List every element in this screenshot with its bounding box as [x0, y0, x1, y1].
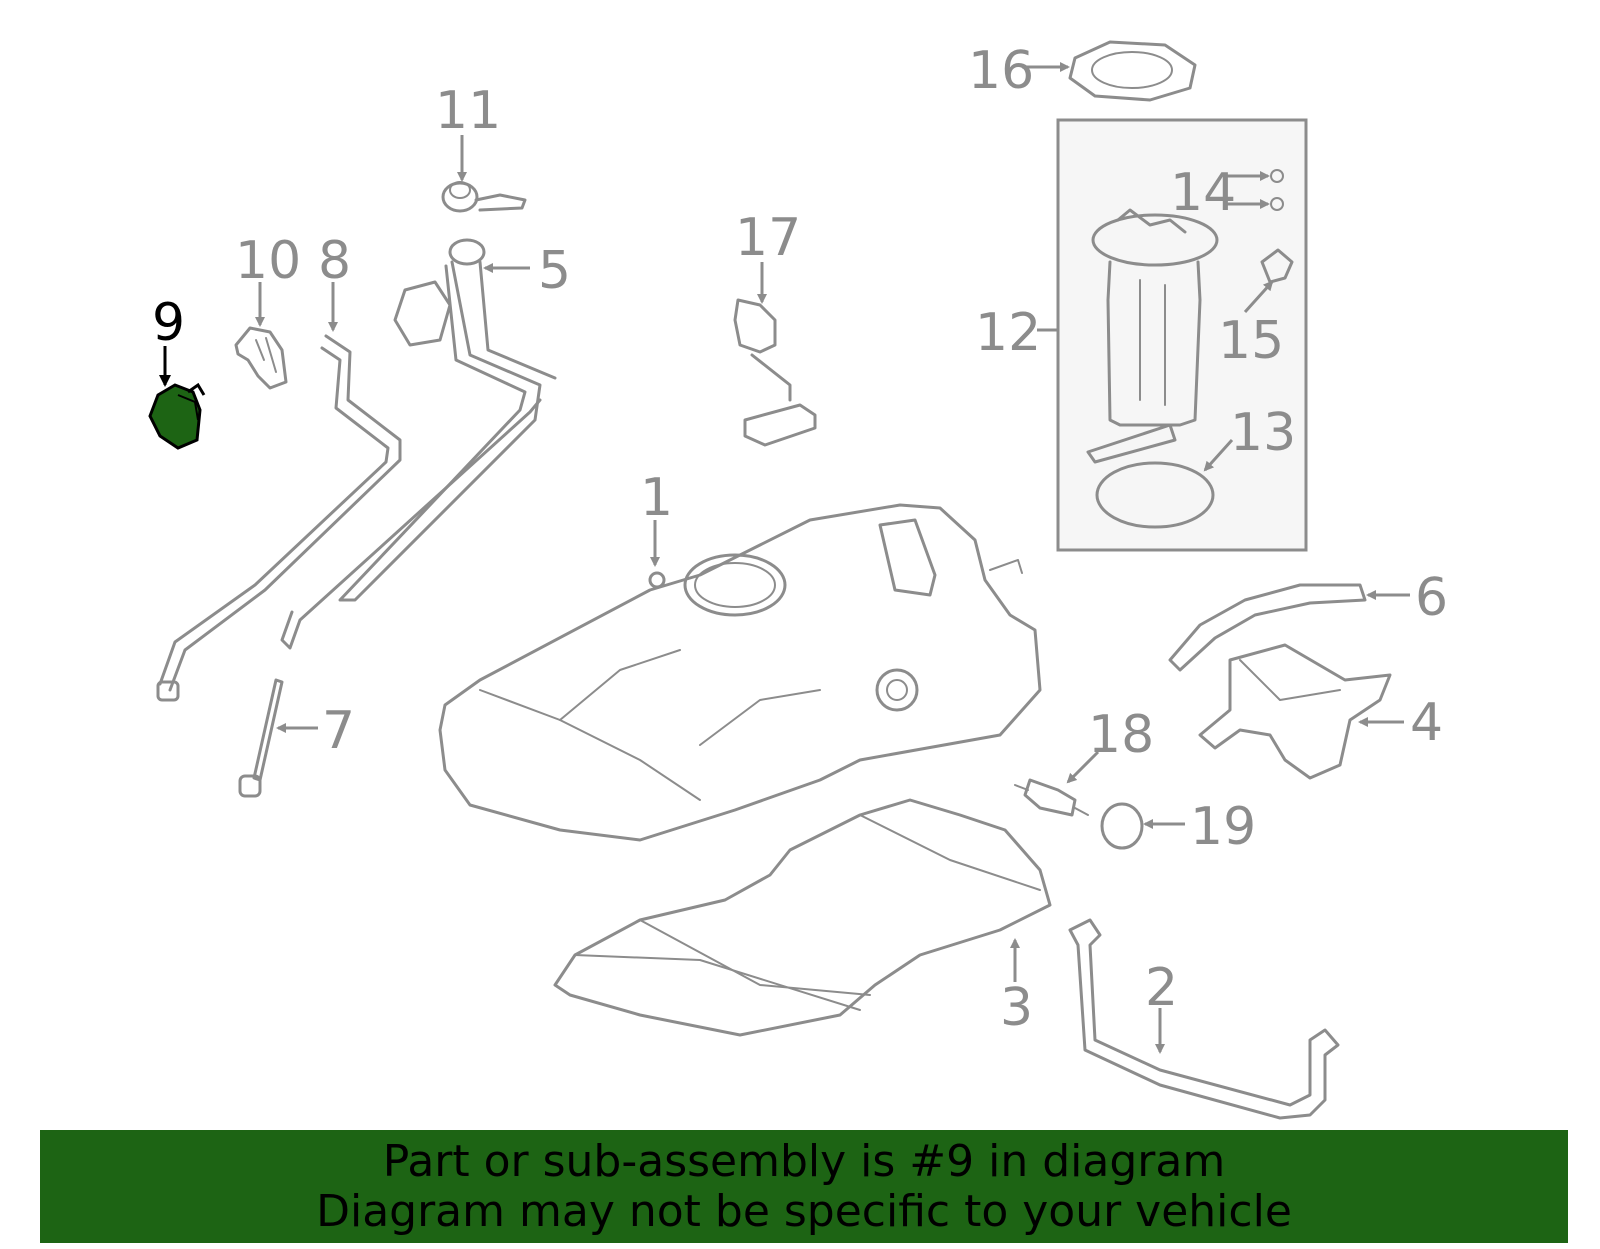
part-8 — [156, 334, 402, 702]
info-banner: Part or sub-assembly is #9 in diagram Di… — [40, 1130, 1568, 1243]
callout-2: 2 — [1145, 958, 1178, 1018]
part-11 — [441, 181, 527, 213]
part-19 — [1100, 802, 1144, 850]
callout-13: 13 — [1230, 403, 1296, 463]
pump-module-box — [1056, 118, 1308, 552]
callout-7: 7 — [322, 701, 355, 761]
callout-5: 5 — [538, 241, 571, 301]
part-4 — [1198, 643, 1392, 780]
callout-17: 17 — [735, 208, 801, 268]
part-18 — [1014, 778, 1089, 817]
callout-9: 9 — [152, 293, 185, 353]
callout-14: 14 — [1170, 163, 1236, 223]
part-2 — [1068, 918, 1340, 1120]
callout-6: 6 — [1415, 568, 1448, 628]
banner-line-2: Diagram may not be specific to your vehi… — [316, 1185, 1292, 1237]
part-13 — [1095, 461, 1215, 529]
part-10 — [234, 326, 288, 390]
callout-4: 4 — [1410, 693, 1443, 753]
part-9-highlighted[interactable] — [148, 382, 206, 450]
callout-10: 10 — [235, 231, 301, 291]
banner-line-1: Part or sub-assembly is #9 in diagram — [382, 1135, 1226, 1187]
callout-8: 8 — [318, 231, 351, 291]
callout-11: 11 — [435, 81, 501, 141]
part-12 — [1086, 208, 1219, 464]
part-5 — [280, 238, 557, 650]
part-14 — [1270, 169, 1284, 211]
part-1 — [438, 503, 1042, 842]
callout-16: 16 — [968, 41, 1034, 101]
part-16 — [1068, 40, 1197, 102]
callout-15: 15 — [1218, 311, 1284, 371]
part-6 — [1168, 583, 1367, 672]
part-15 — [1260, 248, 1294, 284]
part-17 — [733, 298, 817, 447]
part-3 — [553, 798, 1052, 1037]
callout-18: 18 — [1088, 705, 1154, 765]
callout-3: 3 — [1000, 978, 1033, 1038]
callout-1: 1 — [640, 468, 673, 528]
callout-12: 12 — [975, 303, 1041, 363]
callout-19: 19 — [1190, 797, 1256, 857]
part-7 — [238, 678, 284, 798]
